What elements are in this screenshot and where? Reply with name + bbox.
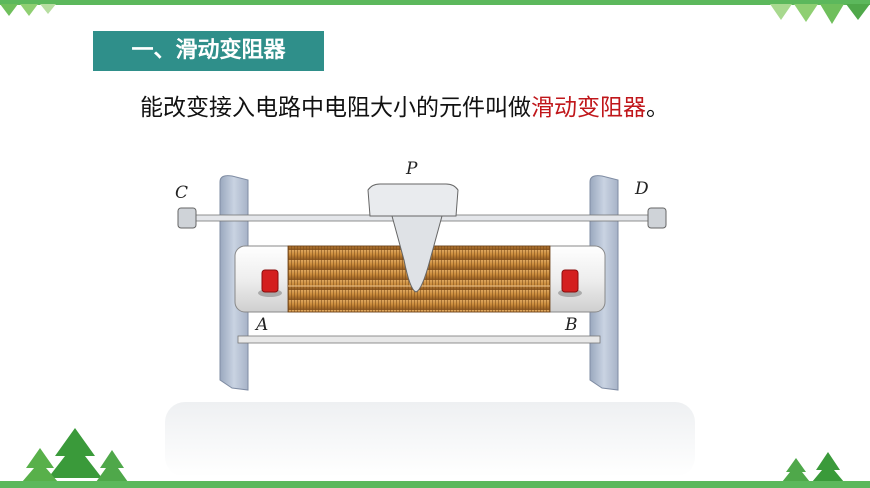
top-left-leaf-decor (0, 4, 56, 16)
label-c: C (175, 183, 188, 203)
label-a: A (254, 315, 268, 335)
definition-sentence: 能改变接入电路中电阻大小的元件叫做滑动变阻器。 (140, 90, 780, 126)
bottom-left-tree-decor (22, 428, 128, 482)
definition-text: 能改变接入电路中电阻大小的元件叫做 (140, 95, 531, 121)
terminal-d (647, 207, 667, 229)
terminal-c (177, 207, 197, 229)
definition-suffix: 。 (646, 95, 669, 121)
slider-contact (391, 215, 443, 293)
definition-term: 滑动变阻器 (531, 95, 646, 121)
slider-head (367, 183, 459, 217)
section-title-box: 一、滑动变阻器 (93, 31, 324, 71)
label-d: D (634, 179, 649, 199)
bottom-decor-bar (0, 481, 870, 488)
knob-a (258, 269, 282, 297)
rheostat-illustration: P C D A B (165, 159, 695, 477)
label-b: B (564, 315, 578, 335)
section-title: 一、滑动变阻器 (131, 38, 286, 63)
support-rod (237, 335, 601, 344)
label-p: P (405, 159, 418, 179)
top-right-leaf-decor (770, 4, 870, 24)
knob-b (558, 269, 582, 297)
top-decor-bar (0, 0, 870, 5)
bottom-right-tree-decor (782, 452, 844, 482)
reflection (165, 402, 695, 477)
